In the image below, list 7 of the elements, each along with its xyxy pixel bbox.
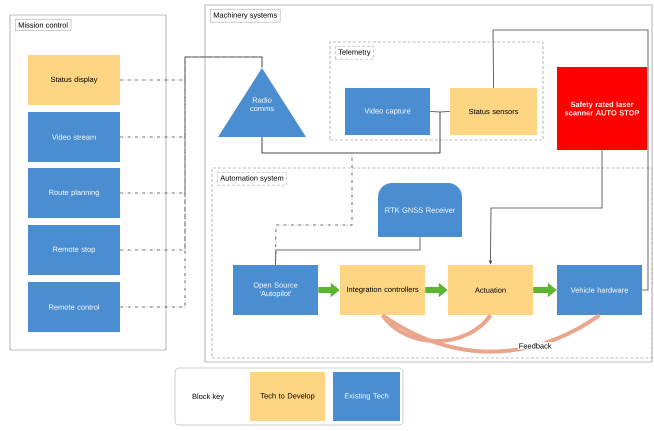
connector-line — [492, 30, 648, 290]
connector-line — [120, 56, 262, 194]
feedback-arc — [380, 314, 492, 344]
feedback-arc — [381, 314, 601, 354]
connector-line — [120, 56, 262, 308]
connector-line — [120, 56, 262, 250]
connector-line — [275, 236, 420, 266]
